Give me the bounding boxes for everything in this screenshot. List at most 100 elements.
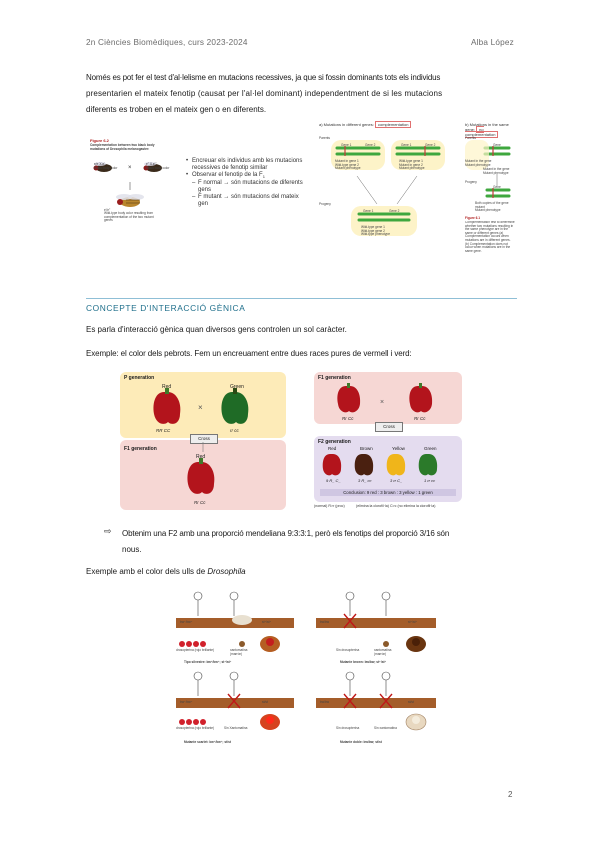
- offspring-genotype: e'/e'': [104, 208, 111, 212]
- panel4-pigment2: Sin xantomatina: [374, 726, 397, 730]
- intro-line-1: Només es pot fer el test d'al·lelisme en…: [86, 73, 441, 82]
- panel4-st: st/st: [408, 700, 414, 704]
- pepper-red-icon: [187, 458, 215, 494]
- f2-label-red: Red: [328, 446, 337, 451]
- fly-cross-diagram: ×: [93, 162, 162, 207]
- gene1-label: Gene 1: [341, 143, 352, 147]
- intro-line-3: diferents es troben en el mateix gen o e…: [86, 105, 267, 114]
- panel2-pigment1: Sin drosopterina: [336, 648, 360, 652]
- f2-geno-brown: 3 R_ cc: [358, 478, 372, 483]
- fig2-parents-b: Parents: [465, 136, 476, 140]
- f2-conclusion: Conclusion: 9 red : 3 brown : 3 yellow :…: [320, 489, 456, 496]
- pepper-brown-icon: [354, 454, 374, 476]
- panel1-caption: Tipo silvestre: bw⁺/bw⁺; st⁺/st⁺: [184, 660, 232, 664]
- f1-right-genotype-a: Rr Cc: [342, 416, 354, 421]
- intro-line-2: presentarien el mateix fenotip (causat p…: [86, 89, 443, 98]
- pathway-panel-2: [316, 591, 436, 652]
- fly2-label: Black body color: [146, 166, 170, 170]
- section-title: CONCEPTE D'INTERACCIÓ GÈNICA: [86, 303, 246, 313]
- peppers-art: × ×: [153, 383, 438, 494]
- gene2-label: Gene 2: [365, 143, 376, 147]
- fig1-bullet: •Observar el fenotip de la F1: [186, 172, 265, 180]
- p-red-genotype: RR CC: [156, 428, 171, 433]
- chromosome-diagram: [331, 140, 511, 236]
- f2-label-yellow: Yellow: [392, 446, 405, 451]
- f1-genotype: Rr Cc: [194, 500, 206, 505]
- pepper-green-icon: [221, 388, 249, 424]
- panel4-caption: Mutante doble: bw/bw; st/st: [340, 740, 382, 744]
- fig2-parents-a: Parents: [319, 136, 330, 140]
- fig2-caption-title: Figure 6.1: [465, 216, 481, 220]
- fly-eye-icon: [406, 636, 426, 652]
- fig1-subbullet: –F normal → són mutacions de diferents g…: [192, 180, 303, 194]
- fig1-caption-title: Figure 6.2: [90, 138, 109, 143]
- p-green-genotype: rr cc: [230, 428, 239, 433]
- definition-text: Es parla d'interacció gènica quan divers…: [86, 325, 347, 334]
- f2-geno-red: 9 R_ C_: [326, 478, 341, 483]
- panel4-bw: bw/bw: [320, 700, 330, 704]
- fig2-progeny-a: Progeny: [319, 202, 331, 206]
- p-green-label: Green: [230, 384, 244, 390]
- fig2-title-b: b) Mutations in the same gene: no comple…: [465, 122, 509, 138]
- f2-label-brown: Brown: [360, 446, 373, 451]
- intro-paragraph: Només es pot fer el test d'al·lelisme en…: [86, 70, 526, 118]
- f2-generation-label: F2 generation: [318, 439, 351, 445]
- pepper-green-icon: [418, 454, 438, 476]
- gene2-label: Gene 2: [425, 143, 436, 147]
- fig2-caption-text: Complementation test to determine whethe…: [465, 221, 515, 253]
- p-generation-box: [120, 372, 286, 438]
- panel3-st: st/st: [262, 700, 268, 704]
- offspring-label: Wild-type body color resulting from comp…: [104, 211, 154, 223]
- fly2-genotype: e'' X e''': [146, 162, 157, 166]
- f2-geno-green: 1 rr cc: [424, 478, 436, 483]
- panel1-pigment2: xantomatina (marrón): [230, 648, 248, 656]
- figure-complementation-test: a) Mutations in different genes: complem…: [317, 118, 515, 268]
- note-right: (elimina la clorofil·la) C>c (no elimina…: [356, 504, 436, 508]
- fly-icon: [143, 162, 162, 172]
- panel4-pigment1: Sin drosopterina: [336, 726, 360, 730]
- pathway-panel-3: [176, 671, 294, 730]
- f1-generation-label: F1 generation: [124, 446, 157, 452]
- figure-drosophila-eye: bw⁺/bw⁺ st⁺/st⁺ drosopterina (rojo brill…: [150, 588, 440, 752]
- cross-box-2: Cross: [375, 422, 403, 432]
- bullet-f2-text: Obtenim una F2 amb una proporció mendeli…: [122, 529, 450, 554]
- fly-icon: [93, 162, 112, 172]
- gene-label: Gene: [493, 143, 501, 147]
- panel3-caption: Mutante scarlet: bw⁺/bw⁺; st/st: [184, 740, 231, 744]
- panel3-pigment1: drosopterina (rojo brillante): [176, 726, 215, 730]
- panel1-st: st⁺/st⁺: [262, 620, 272, 624]
- panel1-pigment1: drosopterina (rojo brillante): [176, 648, 215, 652]
- svg-text:×: ×: [128, 165, 132, 171]
- fly-eye-icon: [260, 714, 280, 730]
- fly1-genotype: e/e X e': [94, 162, 105, 166]
- gene-label: Gene: [493, 185, 501, 189]
- panel2-caption: Mutante brown: bw/bw; st⁺/st⁺: [340, 660, 387, 664]
- pathway-panel-4: [316, 671, 436, 731]
- fig1-subbullet: –F mutant → són mutacions del mateix gen: [192, 194, 299, 208]
- pepper-red-icon: [322, 454, 342, 476]
- gene1-label: Gene 1: [363, 209, 374, 213]
- panel2-pigment2: xantomatina (marrón): [374, 648, 392, 656]
- note-left: (normal) R>r (proc): [314, 504, 345, 508]
- svg-text:×: ×: [198, 403, 203, 412]
- example-drosophila-text: Exemple amb el color dels ulls de Drosop…: [86, 567, 246, 576]
- example-peppers-text: Exemple: el color dels pebrots. Fem un e…: [86, 349, 412, 358]
- panel2-st: st⁺/st⁺: [408, 620, 418, 624]
- fig1-bullet: •Encreuar els individus amb les mutacion…: [186, 158, 303, 171]
- arrow-bullet-icon: ⇨: [104, 526, 112, 536]
- eye-pathway-diagram: [176, 591, 436, 731]
- panel2-bw: bw/bw: [320, 620, 330, 624]
- f2-geno-yellow: 3 rr C_: [390, 478, 403, 483]
- fly-icon: [116, 194, 144, 207]
- panel3-pigment2: Sin Xantomatina: [224, 726, 248, 730]
- header-author: Alba López: [471, 38, 514, 47]
- f1-red-label: Red: [196, 454, 206, 460]
- fig1-bullets: •Encreuar els individus amb les mutacion…: [186, 158, 304, 208]
- figure-pepper-cross: P generation Red Green RR CC rr cc Cross…: [120, 372, 462, 512]
- p-red-label: Red: [162, 384, 172, 390]
- f1-generation-label-right: F1 generation: [318, 375, 351, 381]
